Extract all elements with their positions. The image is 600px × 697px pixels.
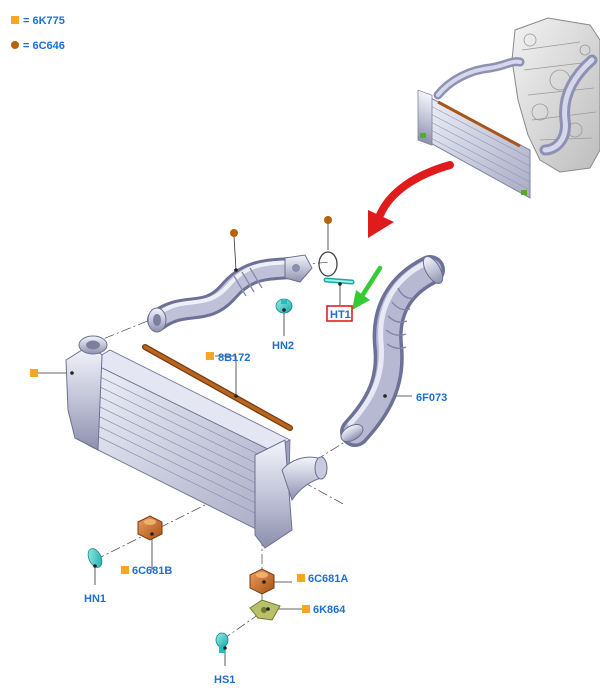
red-pointer-arrow-icon <box>368 161 454 238</box>
square-marker-icon <box>297 574 305 582</box>
label-6k864: 6K864 <box>313 604 346 616</box>
o-ring-gasket <box>318 251 338 277</box>
legend-item-6c646: = 6C646 <box>23 40 65 52</box>
hs1-bolt-part <box>215 632 229 653</box>
ht1-clamp-part <box>323 277 355 285</box>
bracket-6k864-part <box>249 599 281 621</box>
legend-item-6k775: = 6K775 <box>23 15 65 27</box>
label-6c681b: 6C681B <box>132 565 172 577</box>
square-marker-icon <box>121 566 129 574</box>
label-hs1: HS1 <box>214 674 235 686</box>
square-marker-icon <box>11 16 19 24</box>
label-ht1: HT1 <box>330 309 351 321</box>
label-hn2: HN2 <box>272 340 294 352</box>
insulator-6c681a-part <box>249 568 275 595</box>
square-marker-icon <box>302 605 310 613</box>
callout-labels: 8B172 6F073 HN2 HT1 HN1 6C681B 6C681A 6K… <box>84 305 447 686</box>
label-hn1: HN1 <box>84 593 106 605</box>
circle-marker-icon <box>324 216 332 224</box>
hn2-clip-part <box>275 298 293 314</box>
insulator-6c681b-part <box>137 515 163 541</box>
circle-marker-icon <box>230 229 238 237</box>
label-8b172: 8B172 <box>218 352 250 364</box>
square-marker-icon <box>206 352 214 360</box>
label-6c681a: 6C681A <box>308 573 348 585</box>
square-marker-icon <box>30 369 38 377</box>
charge-air-hose <box>340 255 445 447</box>
intercooler <box>65 335 328 549</box>
label-6f073: 6F073 <box>416 392 447 404</box>
green-pointer-arrow-icon <box>352 265 383 310</box>
circle-marker-icon <box>11 41 19 49</box>
upper-intake-pipe <box>147 254 313 333</box>
legend: = 6K775 = 6C646 <box>11 15 65 52</box>
engine-overview-illustration <box>417 17 600 199</box>
hn1-clip-part <box>87 548 103 568</box>
highlight-box <box>326 305 353 322</box>
callout-markers <box>30 216 387 650</box>
